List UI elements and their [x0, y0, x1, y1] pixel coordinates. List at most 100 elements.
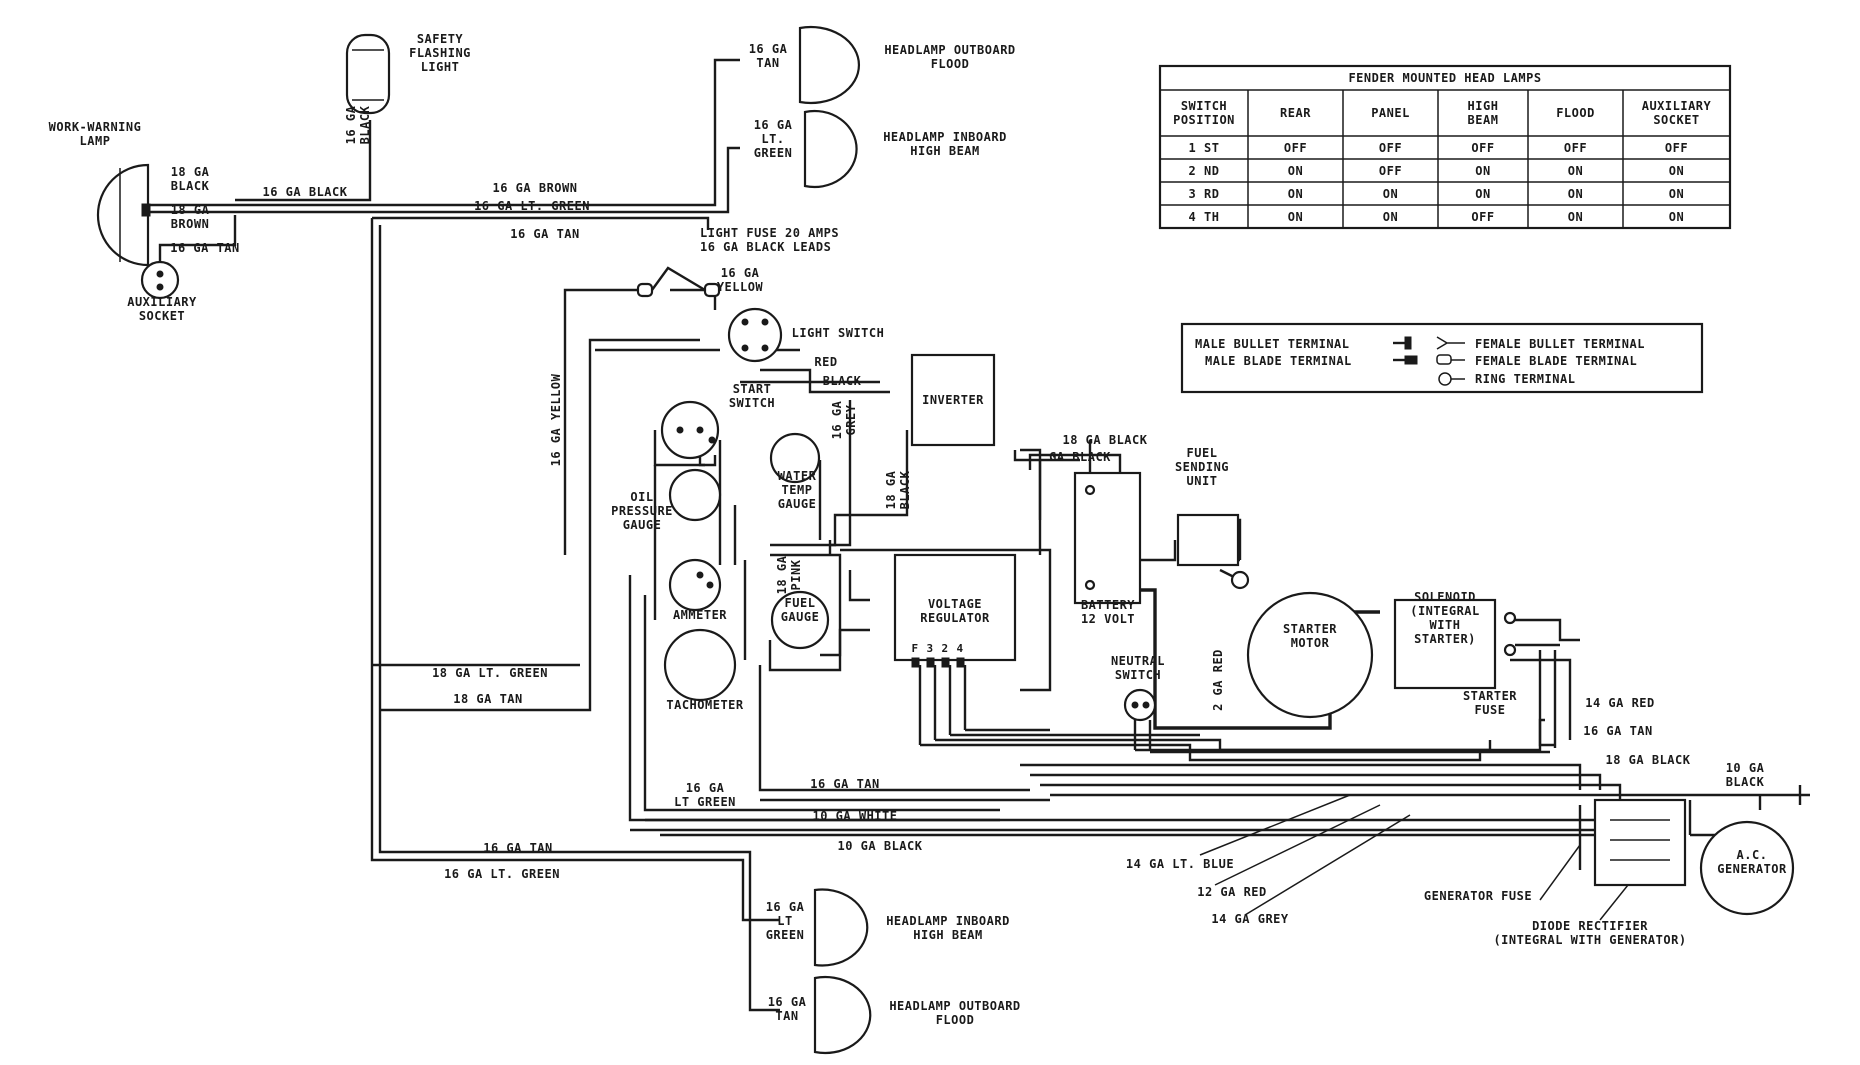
table-cell: ON — [1288, 210, 1303, 224]
wire-16ga-yellow-vert: 16 GA YELLOW — [549, 373, 563, 466]
table-cell: ON — [1669, 164, 1684, 178]
wire-16ga-grey: 16 GAGREY — [830, 400, 858, 439]
wire-18ga-black-bat: 18 GA BLACK — [1063, 433, 1148, 447]
wire-black: BLACK — [823, 374, 862, 388]
table-cell: ON — [1568, 210, 1583, 224]
table-cell: ON — [1669, 210, 1684, 224]
fuel-gauge — [770, 590, 830, 650]
table-cell: 3 RD — [1189, 187, 1220, 201]
wire-18ga-tan-mid: 18 GA TAN — [453, 692, 523, 706]
table-cell: OFF — [1471, 141, 1494, 155]
wire-16ga-ltgreen-top: 16 GA LT. GREEN — [474, 199, 590, 213]
safety-light — [345, 33, 391, 115]
regulator-terminal-2: 2 — [941, 642, 948, 655]
regulator-terminal-3: 4 — [956, 642, 963, 655]
table-cell: ON — [1383, 210, 1398, 224]
table-cell: ON — [1475, 187, 1490, 201]
table-cell: OFF — [1379, 164, 1402, 178]
wire-14ga-grey: 14 GA GREY — [1211, 912, 1289, 926]
battery — [1073, 471, 1142, 605]
table-cell: 2 ND — [1189, 164, 1220, 178]
light-fuse — [636, 266, 721, 298]
wire-ga-black: GA BLACK — [1049, 450, 1111, 464]
headlamp-outboard-bottom — [813, 975, 872, 1055]
diode-rectifier — [1593, 798, 1687, 887]
wire-16ga-brown: 16 GA BROWN — [493, 181, 578, 195]
tachometer — [663, 628, 737, 702]
wire-16ga-tan-bottom: 16 GA TAN — [483, 841, 553, 855]
label-ammeter: AMMETER — [673, 608, 727, 622]
terminal-legend: MALE BULLET TERMINAL MALE BLADE TERMINAL… — [1180, 322, 1704, 394]
voltage-regulator — [893, 553, 1017, 668]
table-cell: OFF — [1284, 141, 1307, 155]
table-header-1: REAR — [1280, 106, 1311, 120]
table-title: FENDER MOUNTED HEAD LAMPS — [1348, 71, 1541, 85]
label-ac-generator: A.C.GENERATOR — [1717, 848, 1787, 876]
wire-18ga-ltgreen-mid: 18 GA LT. GREEN — [432, 666, 548, 680]
table-cell: OFF — [1665, 141, 1688, 155]
table-cell: ON — [1669, 187, 1684, 201]
wire-18ga-black-inv: 18 GABLACK — [884, 470, 912, 509]
table-cell: ON — [1288, 187, 1303, 201]
label-light-switch: LIGHT SWITCH — [792, 326, 885, 340]
label-tachometer: TACHOMETER — [666, 698, 744, 712]
wire-16ga-black: 16 GA BLACK — [263, 185, 348, 199]
fuel-sending-unit — [1176, 513, 1250, 590]
light-switch — [727, 307, 783, 363]
wire-16ga-tan-top: 16 GA TAN — [510, 227, 580, 241]
table-header-2: PANEL — [1371, 106, 1410, 120]
aux-socket — [140, 260, 180, 300]
table-cell: ON — [1568, 164, 1583, 178]
ac-generator — [1699, 820, 1795, 916]
wire-18ga-black-right: 18 GA BLACK — [1606, 753, 1691, 767]
wire-16ga-ltgreen-bottom: 16 GA LT. GREEN — [444, 867, 560, 881]
regulator-terminal-0: F — [911, 642, 918, 655]
legend-ring: RING TERMINAL — [1475, 372, 1575, 386]
ammeter — [668, 558, 722, 612]
inverter — [910, 353, 996, 447]
headlamp-outboard-top — [798, 25, 861, 105]
table-cell: ON — [1475, 164, 1490, 178]
label-inverter: INVERTER — [922, 393, 984, 407]
wire-18ga-pink: 18 GAPINK — [775, 555, 803, 594]
headlamp-inboard-top — [803, 109, 858, 189]
wire-10ga-white: 10 GA WHITE — [813, 809, 898, 823]
legend-female-blade: FEMALE BLADE TERMINAL — [1475, 354, 1637, 368]
wire-red: RED — [814, 355, 837, 369]
wire-2ga-red: 2 GA RED — [1211, 649, 1225, 711]
wire-12ga-red: 12 GA RED — [1197, 885, 1267, 899]
wire-14ga-ltblue: 14 GA LT. BLUE — [1126, 857, 1234, 871]
headlamp-inboard-bottom — [813, 888, 869, 967]
table-cell: 1 ST — [1189, 141, 1220, 155]
legend-male-bullet: MALE BULLET TERMINAL — [1195, 337, 1350, 351]
table-cell: ON — [1568, 187, 1583, 201]
label-generator-fuse: GENERATOR FUSE — [1424, 889, 1532, 903]
wire-16ga-black-vert: 16 GABLACK — [344, 105, 372, 144]
water-temp-gauge — [769, 432, 821, 484]
table-cell: ON — [1383, 187, 1398, 201]
